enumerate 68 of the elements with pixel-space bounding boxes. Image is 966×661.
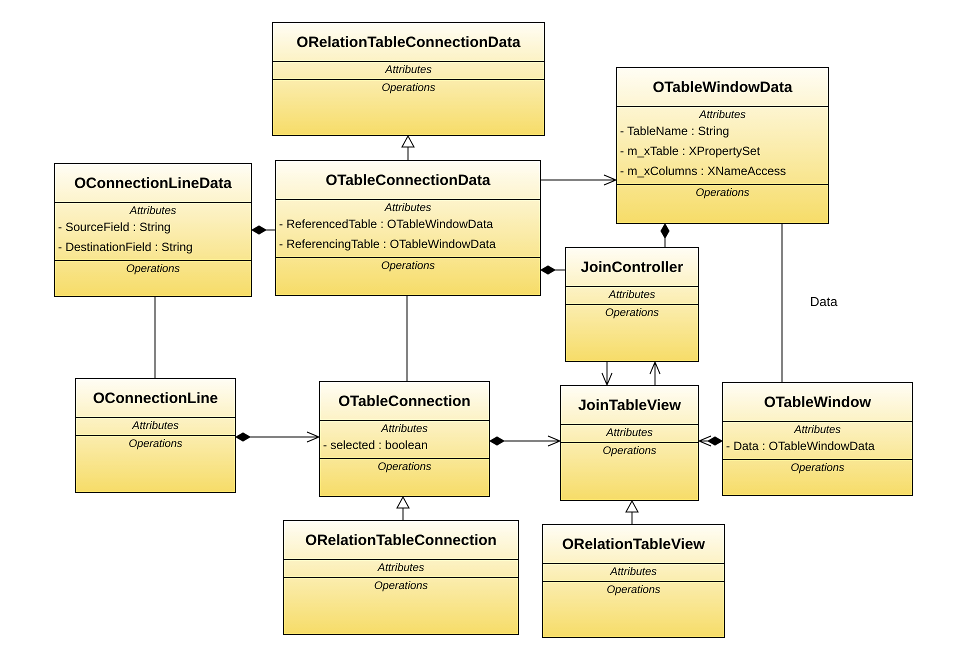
section-label: Attributes xyxy=(608,289,656,301)
section-label: Operations xyxy=(128,438,182,450)
class-name: ORelationTableConnectionData xyxy=(296,34,520,50)
composition-connector xyxy=(252,226,276,234)
generalization-arrow xyxy=(402,136,414,160)
section-label: Attributes xyxy=(794,424,841,436)
section-label: Attributes xyxy=(132,420,179,432)
attribute-text: - DestinationField : String xyxy=(58,239,193,256)
attribute-text: - m_xTable : XPropertySet xyxy=(620,143,760,160)
composition-connector xyxy=(660,224,670,248)
class-box xyxy=(75,378,236,493)
attribute-text: - m_xColumns : XNameAccess xyxy=(620,163,786,180)
section-label: Operations xyxy=(381,260,435,272)
section-label: Operations xyxy=(374,580,428,592)
composition-connector xyxy=(540,266,566,274)
edge-label: Data xyxy=(808,294,840,309)
attribute-text: - selected : boolean xyxy=(323,437,428,454)
class-name: JoinTableView xyxy=(578,396,681,414)
section-label: Operations xyxy=(606,584,660,596)
class-name: ORelationTableView xyxy=(562,536,705,552)
attribute-text: - TableName : String xyxy=(620,123,730,140)
attribute-text: - ReferencedTable : OTableWindowData xyxy=(279,216,494,233)
association-arrow xyxy=(540,174,616,186)
class-box xyxy=(283,520,519,635)
attribute-text: - Data : OTableWindowData xyxy=(726,438,875,455)
section-label: Operations xyxy=(126,263,180,275)
section-label: Operations xyxy=(378,461,432,473)
class-name: OTableWindow xyxy=(764,394,872,410)
class-box xyxy=(722,382,913,496)
class-name: OConnectionLine xyxy=(93,390,218,406)
class-box xyxy=(272,22,545,136)
composition-connector xyxy=(236,432,320,442)
association-arrow xyxy=(602,362,612,386)
generalization-arrow xyxy=(396,496,410,520)
class-box xyxy=(565,247,699,362)
class-box xyxy=(560,385,699,501)
section-label: Attributes xyxy=(385,64,432,76)
class-box xyxy=(319,381,490,497)
section-label: Operations xyxy=(605,307,659,319)
section-label: Attributes xyxy=(384,202,432,214)
class-box xyxy=(275,160,541,296)
section-label: Attributes xyxy=(381,423,428,435)
attribute-text: - ReferencingTable : OTableWindowData xyxy=(279,236,496,253)
section-label: Operations xyxy=(790,462,844,474)
section-label: Attributes xyxy=(130,205,176,217)
class-name: OTableConnectionData xyxy=(326,172,490,188)
association-arrow xyxy=(650,362,660,386)
composition-connector xyxy=(490,436,560,446)
class-name: OTableWindowData xyxy=(652,78,792,96)
section-label: Attributes xyxy=(699,109,746,121)
section-label: Operations xyxy=(696,187,750,199)
section-label: Attributes xyxy=(378,562,424,574)
class-name: JoinController xyxy=(580,258,684,276)
section-label: Attributes xyxy=(606,427,653,439)
section-label: Operations xyxy=(602,445,656,457)
generalization-arrow xyxy=(626,500,638,524)
section-label: Operations xyxy=(382,82,436,94)
class-box xyxy=(542,524,725,638)
attribute-text: - SourceField : String xyxy=(58,219,171,236)
class-box xyxy=(616,67,829,224)
class-box xyxy=(54,163,252,297)
composition-connector xyxy=(698,436,722,446)
class-name: OConnectionLineData xyxy=(74,174,232,192)
class-name: ORelationTableConnection xyxy=(305,532,497,548)
association-line xyxy=(154,296,156,378)
class-name: OTableConnection xyxy=(338,392,471,410)
association-line xyxy=(406,296,408,382)
section-label: Attributes xyxy=(610,566,657,578)
